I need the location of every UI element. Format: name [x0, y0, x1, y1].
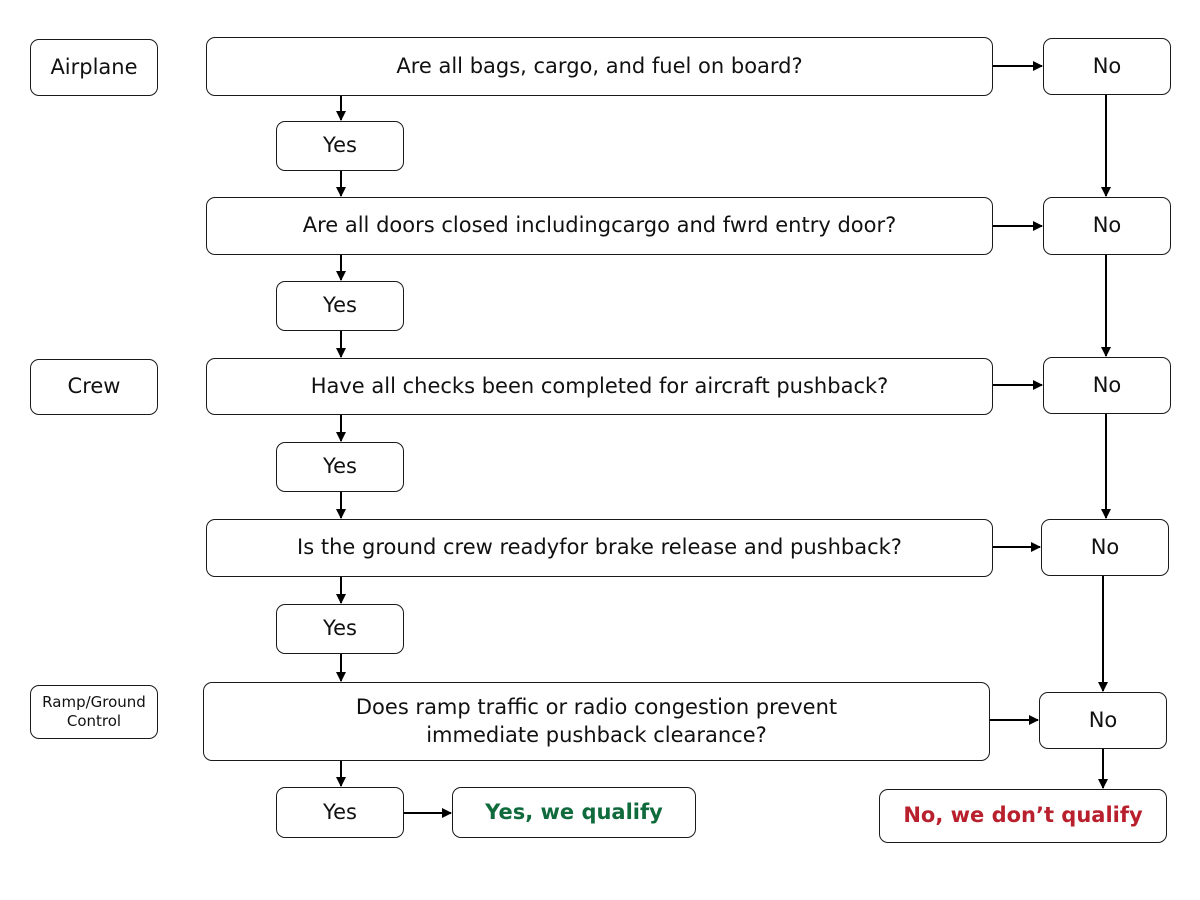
lane-crew: Crew	[30, 359, 158, 415]
question-4: Is the ground crew readyfor brake releas…	[206, 519, 993, 577]
question-2: Are all doors closed includingcargo and …	[206, 197, 993, 255]
question-3-text: Have all checks been completed for aircr…	[310, 373, 889, 398]
result-qualify-rest: , we qualify	[525, 799, 663, 824]
question-1: Are all bags, cargo, and fuel on board?	[206, 37, 993, 96]
lane-airplane: Airplane	[30, 39, 158, 96]
yes-box-5: Yes	[276, 787, 404, 838]
yes-box-3: Yes	[276, 442, 404, 492]
yes-box-1: Yes	[276, 121, 404, 171]
question-1-text: Are all bags, cargo, and fuel on board?	[396, 53, 803, 78]
question-5-text-line2: immediate pushback clearance?	[426, 722, 767, 747]
yes-box-3-label: Yes	[323, 454, 357, 479]
no-box-3-label: No	[1092, 372, 1122, 397]
question-5-text-line1: Does ramp traffic or radio congestion pr…	[355, 695, 838, 720]
yes-box-4-label: Yes	[323, 616, 357, 641]
lane-ramp-label-line1: Ramp/Ground	[42, 693, 146, 712]
lane-ramp-label-line2: Control	[66, 712, 122, 730]
lane-ramp-ground-control: Ramp/Ground Control	[30, 685, 158, 739]
no-box-1: No	[1043, 38, 1171, 95]
result-not-qualify-word: No	[903, 803, 936, 828]
question-2-text: Are all doors closed includingcargo and …	[302, 213, 897, 238]
lane-airplane-label: Airplane	[50, 54, 138, 79]
no-box-4: No	[1041, 519, 1169, 576]
no-box-5-label: No	[1088, 707, 1118, 732]
no-box-1-label: No	[1092, 53, 1122, 78]
question-3: Have all checks been completed for aircr…	[206, 358, 993, 415]
lane-crew-label: Crew	[67, 374, 121, 399]
question-5: Does ramp traffic or radio congestion pr…	[203, 682, 990, 761]
yes-box-4: Yes	[276, 604, 404, 654]
no-box-2-label: No	[1092, 213, 1122, 238]
result-not-qualify: No, we don’t qualify	[879, 789, 1167, 843]
yes-box-5-label: Yes	[323, 799, 357, 824]
yes-box-2: Yes	[276, 281, 404, 331]
no-box-2: No	[1043, 197, 1171, 255]
no-box-4-label: No	[1090, 534, 1120, 559]
result-qualify: Yes, we qualify	[452, 787, 696, 838]
no-box-3: No	[1043, 357, 1171, 414]
yes-box-2-label: Yes	[323, 293, 357, 318]
result-qualify-word: Yes	[485, 799, 526, 824]
question-4-text: Is the ground crew readyfor brake releas…	[297, 535, 902, 560]
no-box-5: No	[1039, 692, 1167, 749]
yes-box-1-label: Yes	[323, 133, 357, 158]
result-not-qualify-rest: , we don’t qualify	[935, 803, 1143, 828]
